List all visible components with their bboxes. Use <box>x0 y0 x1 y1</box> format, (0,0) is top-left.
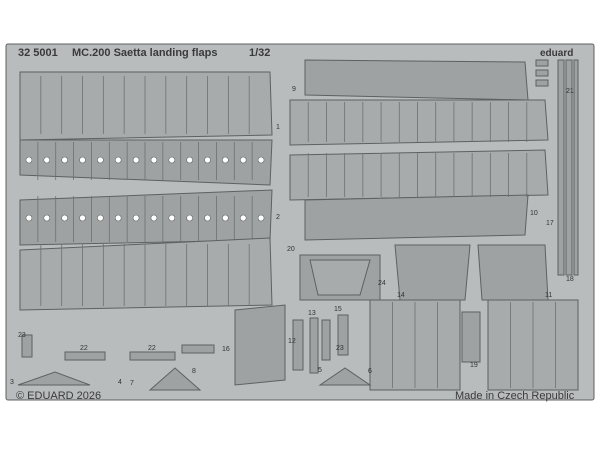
lightening-hole <box>132 156 140 164</box>
part-number-14: 14 <box>397 292 405 299</box>
small-parts-21 <box>535 59 549 87</box>
flap-part-2 <box>19 237 273 311</box>
part-number-7: 7 <box>130 380 134 387</box>
part-number-2: 2 <box>276 214 280 221</box>
part-number-13: 13 <box>308 310 316 317</box>
part-19-24 <box>461 311 481 363</box>
product-code: 32 5001 <box>18 47 58 59</box>
lightening-hole <box>239 156 247 164</box>
part-number-20: 20 <box>287 246 295 253</box>
hinge-part-16 <box>234 304 286 386</box>
rib-strip-lower <box>19 189 273 246</box>
part-number-10: 10 <box>530 210 538 217</box>
lightening-hole <box>186 214 193 222</box>
lightening-hole <box>97 214 104 222</box>
lightening-hole <box>43 156 51 164</box>
lightening-hole <box>168 156 176 164</box>
part-number-4: 4 <box>118 379 122 386</box>
lightening-hole <box>97 156 104 164</box>
lightening-hole <box>25 214 33 222</box>
gear-door-14 <box>394 244 471 301</box>
part-number-24: 24 <box>378 280 386 287</box>
part-number-21: 21 <box>566 88 574 95</box>
flap-part-9 <box>289 59 549 146</box>
brand-logo: eduard <box>540 48 574 59</box>
lightening-hole <box>114 214 122 222</box>
lightening-hole <box>132 214 140 222</box>
part-number-22b: 22 <box>148 345 156 352</box>
part-number-16: 16 <box>222 346 230 353</box>
lightening-hole <box>257 156 265 164</box>
lightening-hole <box>150 156 158 164</box>
small-parts-bottom <box>17 334 372 391</box>
part-number-3: 3 <box>10 379 14 386</box>
strips-22 <box>64 344 215 361</box>
part-number-5: 5 <box>318 367 322 374</box>
flap-bay-left <box>369 299 461 391</box>
lightening-hole <box>257 214 265 222</box>
brackets-12-13-15 <box>292 314 349 374</box>
rod-part-17 <box>557 59 579 276</box>
part-number-6: 6 <box>368 368 372 375</box>
lightening-hole <box>204 156 211 164</box>
part-number-23a: 23 <box>18 332 26 339</box>
part-number-17: 17 <box>546 220 554 227</box>
copyright-text: © EDUARD 2026 <box>16 390 102 402</box>
part-number-19: 19 <box>470 362 478 369</box>
flap-part-1 <box>19 71 273 141</box>
flap-part-10 <box>289 149 549 241</box>
part-number-18: 18 <box>566 276 574 283</box>
part-number-9: 9 <box>292 86 296 93</box>
lightening-hole <box>61 156 68 164</box>
lightening-hole <box>114 156 122 164</box>
lightening-hole <box>25 156 33 164</box>
part-number-8: 8 <box>192 368 196 375</box>
lightening-hole <box>150 214 158 222</box>
lightening-hole <box>204 214 211 222</box>
part-number-11: 11 <box>545 292 553 299</box>
lightening-hole <box>168 214 176 222</box>
part-number-12: 12 <box>288 338 296 345</box>
rib-strip-upper <box>19 139 273 186</box>
part-number-1: 1 <box>276 124 280 131</box>
lightening-hole <box>61 214 68 222</box>
lightening-hole <box>239 214 247 222</box>
lightening-hole <box>186 156 193 164</box>
lightening-hole <box>43 214 51 222</box>
scale-label: 1/32 <box>249 47 271 59</box>
bay-part-20 <box>299 254 381 301</box>
lightening-hole <box>79 156 86 164</box>
lightening-hole <box>79 214 86 222</box>
gear-door-11 <box>477 244 549 301</box>
lightening-hole <box>222 156 229 164</box>
part-number-15: 15 <box>334 306 342 313</box>
fret-title: MC.200 Saetta landing flaps <box>72 47 218 59</box>
part-number-22a: 22 <box>80 345 88 352</box>
origin-text: Made in Czech Republic <box>455 390 575 402</box>
flap-bay-right <box>487 299 579 391</box>
lightening-hole <box>222 214 229 222</box>
part-number-23b: 23 <box>336 345 344 352</box>
